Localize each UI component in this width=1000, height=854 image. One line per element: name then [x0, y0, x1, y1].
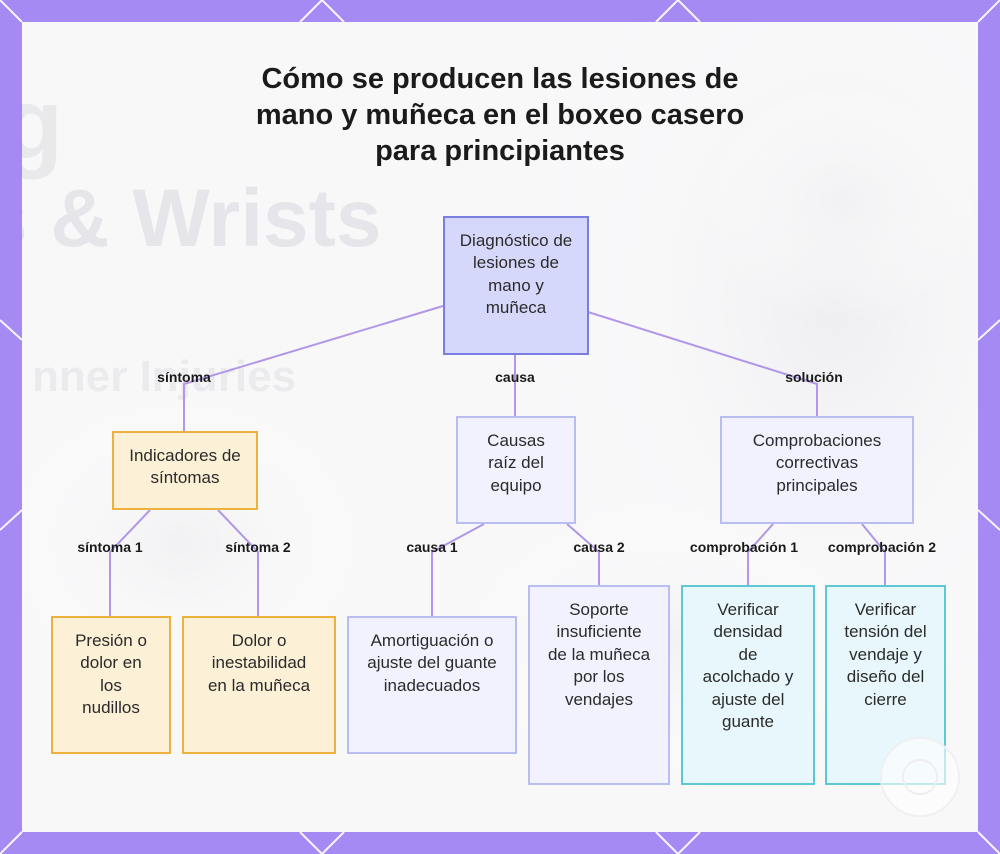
edge-sintomas-s1: [110, 510, 150, 616]
edge-label-sintoma2: síntoma 2: [225, 539, 290, 555]
node-comprobacion-1: Verificar densidad de acolchado y ajuste…: [681, 585, 815, 785]
node-diagnostico: Diagnóstico de lesiones de mano y muñeca: [443, 216, 589, 355]
node-label: Comprobaciones correctivas principales: [737, 430, 897, 497]
edge-label-comprobacion1: comprobación 1: [690, 539, 798, 555]
node-indicadores-sintomas: Indicadores de síntomas: [112, 431, 258, 510]
node-label: Verificar densidad de acolchado y ajuste…: [702, 599, 794, 734]
node-label: Dolor o inestabilidad en la muñeca: [201, 630, 317, 697]
node-label: Presión o dolor en los nudillos: [69, 630, 153, 720]
node-label: Indicadores de síntomas: [129, 445, 241, 490]
node-causa-2: Soporte insuficiente de la muñeca por lo…: [528, 585, 670, 785]
node-causa-1: Amortiguación o ajuste del guante inadec…: [347, 616, 517, 754]
node-label: Amortiguación o ajuste del guante inadec…: [364, 630, 500, 697]
node-sintoma-1: Presión o dolor en los nudillos: [51, 616, 171, 754]
node-label: Diagnóstico de lesiones de mano y muñeca: [457, 230, 575, 320]
node-label: Causas raíz del equipo: [476, 430, 556, 497]
edge-label-comprobacion2: comprobación 2: [828, 539, 936, 555]
edge-label-sintoma: síntoma: [157, 369, 211, 385]
node-sintoma-2: Dolor o inestabilidad en la muñeca: [182, 616, 336, 754]
node-comprobaciones: Comprobaciones correctivas principales: [720, 416, 914, 524]
watermark-badge-icon: [880, 737, 960, 817]
node-label: Verificar tensión del vendaje y diseño d…: [844, 599, 928, 711]
node-label: Soporte insuficiente de la muñeca por lo…: [547, 599, 651, 711]
edge-label-causa2: causa 2: [573, 539, 624, 555]
edge-root-sintomas: [184, 306, 443, 431]
edge-label-causa: causa: [495, 369, 535, 385]
edge-causas-c1: [432, 524, 484, 616]
edge-root-comprobaciones: [588, 312, 817, 416]
edge-label-solucion: solución: [785, 369, 843, 385]
diagram-panel: g s & Wrists nner Injuries Cómo se produ…: [22, 22, 978, 832]
node-causas-equipo: Causas raíz del equipo: [456, 416, 576, 524]
edge-label-causa1: causa 1: [406, 539, 457, 555]
edge-label-sintoma1: síntoma 1: [77, 539, 142, 555]
edge-sintomas-s2: [218, 510, 258, 616]
